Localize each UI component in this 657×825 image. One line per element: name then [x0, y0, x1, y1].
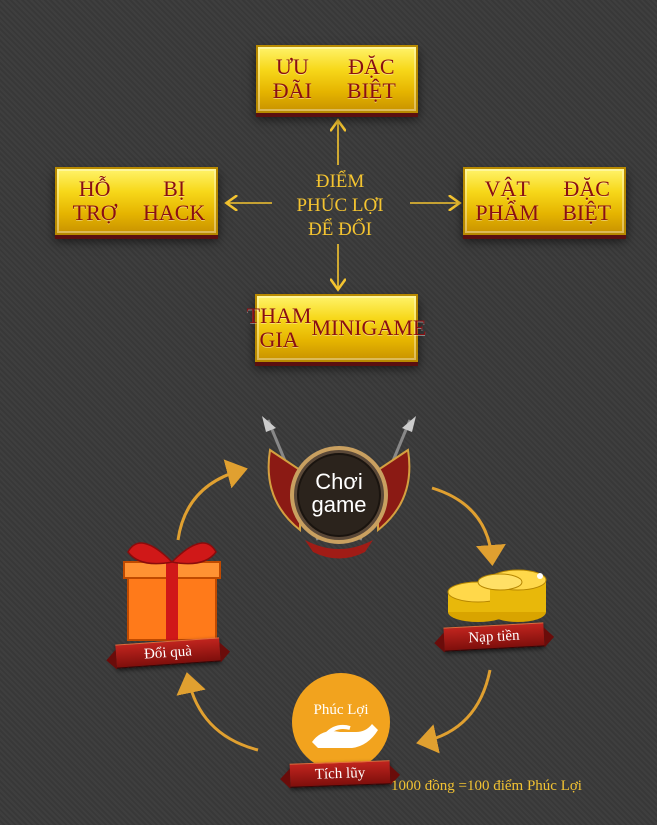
hack-support-line2: BỊ HACK [142, 176, 206, 225]
play-game-line1: Chơi [315, 469, 363, 494]
cycle-arrow-topup-to-accumulate [416, 669, 492, 754]
play-game-label[interactable]: Chơi game [299, 470, 379, 516]
center-label-line3: ĐỂ ĐỔI [308, 219, 372, 240]
center-label-line1: ĐIỂM [315, 171, 365, 192]
cycle-arrow-accumulate-to-exchange [176, 672, 259, 752]
cycle-arrow-exchange-to-play [176, 459, 248, 541]
play-game-emblem [262, 416, 416, 559]
special-offer-line1: ƯU ĐÃI [272, 54, 312, 103]
minigame-line2: MINIGAME [311, 315, 427, 340]
cycle-arrow-play-to-topup [431, 486, 506, 566]
special-offer-line2: ĐẶC BIỆT [346, 54, 396, 103]
special-item-line2: ĐẶC BIỆT [562, 176, 612, 225]
hack-support-button[interactable]: HỖ TRỢ BỊ HACK [55, 167, 218, 235]
accumulate-ribbon[interactable]: Tích lũy [289, 760, 391, 788]
phuc-loi-emblem [292, 673, 390, 771]
coin-pile-icon [447, 569, 547, 622]
minigame-line1: THAM GIA [246, 303, 312, 352]
phuc-loi-label: Phúc Lợi [296, 702, 386, 719]
exchange-gift-label: Đổi quà [143, 643, 193, 663]
special-item-button[interactable]: VẬT PHẨM ĐẶC BIỆT [463, 167, 626, 235]
gift-box-icon [123, 542, 221, 641]
accumulate-label: Tích lũy [314, 765, 366, 783]
special-offer-button[interactable]: ƯU ĐÃI ĐẶC BIỆT [256, 45, 418, 113]
conversion-rate-note: 1000 đồng =100 điểm Phúc Lợi [391, 778, 582, 794]
play-game-line2: game [311, 492, 367, 517]
hack-support-line1: HỖ TRỢ [72, 176, 117, 225]
minigame-button[interactable]: THAM GIA MINIGAME [247, 294, 426, 362]
center-label-line2: PHÚC LỢI [296, 195, 384, 216]
special-item-line1: VẬT PHẨM [475, 176, 539, 225]
phuc-loi-text: Phúc Lợi [313, 702, 369, 718]
phuc-loi-points-label: ĐIỂM PHÚC LỢI ĐỂ ĐỔI [265, 170, 415, 242]
topup-label: Nạp tiền [467, 627, 520, 647]
